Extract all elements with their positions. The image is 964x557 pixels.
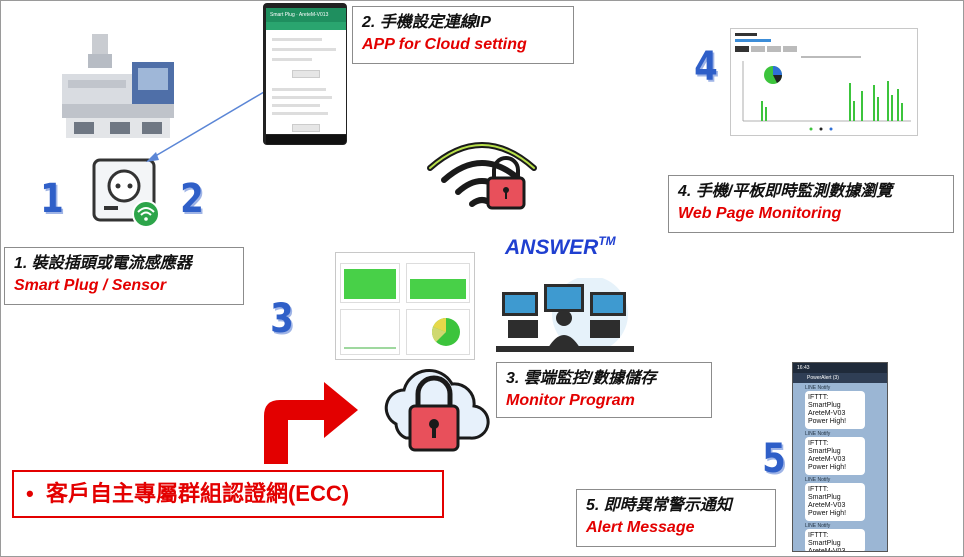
phone-app-screenshot: Smart Plug · AreteM-V013 <box>263 3 347 145</box>
phone-app-title: Smart Plug · AreteM-V013 <box>270 12 329 18</box>
alert-sender-3: LINE Notify <box>805 477 831 483</box>
monitor-pie-chart <box>431 318 460 346</box>
step-1-label-box: 1. 裝設插頭或電流感應器 Smart Plug / Sensor <box>4 247 244 305</box>
step-2-title-en: APP for Cloud setting <box>362 36 527 53</box>
step-5-title-zh: 5. 即時異常警示通知 <box>586 497 732 514</box>
step-4-title-en: Web Page Monitoring <box>678 205 842 222</box>
step-number-1: 1 <box>40 176 64 222</box>
step-number-3: 3 <box>270 296 294 342</box>
alert-bubble-1: IFTTT: SmartPlug AreteM-V03 Power High! <box>805 391 865 429</box>
smart-plug-icon <box>92 158 160 228</box>
step-3-title-en: Monitor Program <box>506 392 635 409</box>
alert-phone-header: PowerAlert (3) <box>807 375 839 381</box>
alert-sender-2: LINE Notify <box>805 431 831 437</box>
cloud-lock-icon <box>384 368 490 452</box>
step-number-2: 2 <box>180 176 204 222</box>
connection-arrow <box>146 91 265 162</box>
answer-trademark: TM <box>598 234 616 248</box>
alert-phone-screenshot: 16:43 PowerAlert (3) LINE Notify IFTTT: … <box>792 362 888 552</box>
step-number-5: 5 <box>762 436 786 482</box>
alert-bubble-3: IFTTT: SmartPlug AreteM-V03 Power High! <box>805 483 865 521</box>
injection-machine-icon <box>62 34 174 138</box>
step-1-title-en: Smart Plug / Sensor <box>14 277 167 294</box>
alert-phone-time: 16:43 <box>797 365 810 371</box>
alert-bubble-4: IFTTT: SmartPlug AreteM-V03 Power High! <box>805 529 865 551</box>
step-5-title-en: Alert Message <box>586 519 695 536</box>
answer-brand: ANSWERTM <box>505 234 616 260</box>
operator-monitoring-icon <box>496 278 634 352</box>
step-5-label-box: 5. 即時異常警示通知 Alert Message <box>576 489 776 547</box>
ecc-network-box: • 客戶自主專屬群組認證網(ECC) <box>12 470 444 518</box>
red-bent-arrow <box>264 382 358 464</box>
ecc-label: 客戶自主專屬群組認證網(ECC) <box>45 481 350 506</box>
alert-sender-4: LINE Notify <box>805 523 831 529</box>
step-number-4: 4 <box>694 44 718 90</box>
web-chart <box>742 61 911 131</box>
step-2-title-zh: 2. 手機設定連線IP <box>362 14 491 31</box>
step-2-label-box: 2. 手機設定連線IP APP for Cloud setting <box>352 6 574 64</box>
alert-sender-1: LINE Notify <box>805 385 831 391</box>
answer-brand-name: ANSWER <box>505 236 599 259</box>
step-1-title-zh: 1. 裝設插頭或電流感應器 <box>14 255 192 272</box>
web-monitoring-screenshot <box>730 28 918 136</box>
monitor-program-screenshot <box>335 252 475 360</box>
step-4-label-box: 4. 手機/平板即時監測數據瀏覽 Web Page Monitoring <box>668 175 954 233</box>
step-3-label-box: 3. 雲端監控/數據儲存 Monitor Program <box>496 362 712 418</box>
step-4-title-zh: 4. 手機/平板即時監測數據瀏覽 <box>678 183 893 200</box>
secure-wifi-icon <box>427 142 537 210</box>
alert-bubble-2: IFTTT: SmartPlug AreteM-V03 Power High! <box>805 437 865 475</box>
ecc-bullet: • <box>26 481 34 506</box>
step-3-title-zh: 3. 雲端監控/數據儲存 <box>506 370 657 387</box>
